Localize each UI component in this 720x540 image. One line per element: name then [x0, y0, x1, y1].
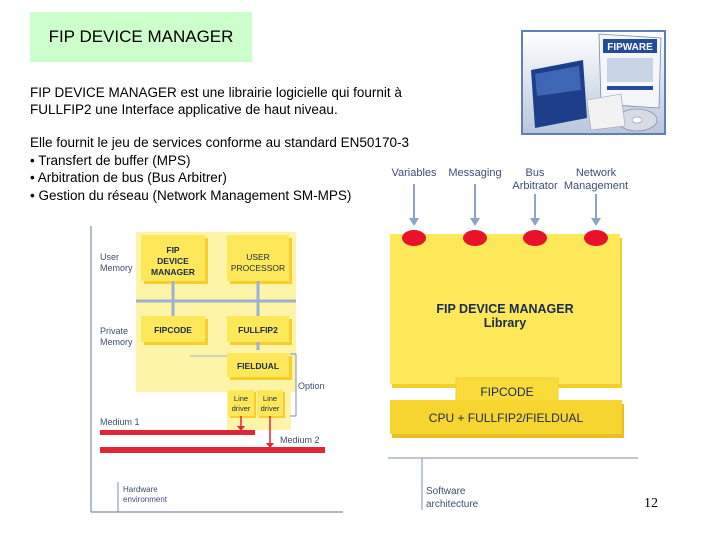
arrow-network-head-icon [591, 218, 601, 226]
hw-line-driver-b [257, 390, 283, 416]
hw-fdm-line2: DEVICE [157, 256, 189, 266]
hw-block-fdm [141, 235, 205, 281]
hw-fdm-line1: FIP [166, 245, 180, 255]
arrow-bus-head-icon [530, 218, 540, 226]
services-intro: Elle fournit le jeu de services conforme… [30, 135, 409, 150]
hw-fipcode-label: FIPCODE [154, 325, 192, 335]
library-title-1: FIP DEVICE MANAGER [436, 302, 573, 316]
sw-footer-1: Software [426, 486, 466, 497]
intro-text-line1: est une librairie logicielle qui fournit… [176, 85, 402, 100]
hw-block-user-processor [227, 235, 289, 281]
hw-block-fipcode [141, 316, 205, 342]
hw-block-fullfip2 [227, 316, 289, 342]
hw-user-proc-line1: USER [246, 252, 270, 262]
port-network-icon [584, 230, 608, 246]
slide-title-box: FIP DEVICE MANAGER [30, 12, 252, 62]
sw-footer-2: architecture [426, 499, 479, 510]
label-private-memory-2: Memory [100, 337, 133, 347]
slide-title: FIP DEVICE MANAGER [48, 27, 234, 46]
port-messaging-icon [463, 230, 487, 246]
hw-medium1-arrow-icon [237, 426, 245, 431]
intro-term: FIP DEVICE MANAGER [30, 85, 177, 100]
hw-line-driver-a-line2: driver [232, 404, 251, 413]
product-box-image: FIPWARE [521, 30, 666, 135]
hw-fullfip2-label: FULLFIP2 [238, 325, 278, 335]
label-user-memory-2: Memory [100, 263, 133, 273]
software-architecture-diagram: Variables Messaging Bus Arbitrator Netwo… [388, 167, 638, 510]
library-box [390, 234, 620, 384]
hw-block-fieldual [227, 353, 289, 377]
label-hardware-env-1: Hardware [123, 485, 158, 494]
label-hardware-env-2: environment [123, 495, 168, 504]
arrow-variables-head-icon [409, 218, 419, 226]
hardware-architecture-diagram: User Memory Private Memory FIP DEVICE MA… [90, 226, 343, 513]
service-item-mps: • Transfert de buffer (MPS) [30, 152, 191, 168]
sw-fipcode-label: FIPCODE [480, 385, 533, 399]
sw-cpu-label: CPU + FULLFIP2/FIELDUAL [429, 411, 584, 425]
intro-text-line2: FULLFIP2 une Interface applicative de ha… [30, 102, 338, 117]
interface-variables-label: Variables [391, 167, 437, 179]
services-list: Elle fournit le jeu de services conforme… [30, 134, 470, 204]
service-item-network-management: • Gestion du réseau (Network Management … [30, 187, 352, 203]
sw-cpu-box [390, 400, 622, 434]
hw-user-proc-line2: PROCESSOR [231, 263, 285, 273]
product-box-label: FIPWARE [607, 42, 653, 53]
hw-line-driver-a [228, 390, 254, 416]
interface-messaging-label: Messaging [448, 167, 501, 179]
port-variables-icon [402, 230, 426, 246]
hw-medium2-arrow-icon [266, 443, 274, 448]
interface-bus-label-1: Bus [526, 167, 545, 179]
hw-line-driver-b-line2: driver [261, 404, 280, 413]
hw-medium2-bar [100, 447, 325, 453]
service-item-bus-arbitration: • Arbitration de bus (Bus Arbitrer) [30, 170, 227, 185]
port-bus-icon [523, 230, 547, 246]
label-private-memory-1: Private [100, 326, 128, 336]
label-option: Option [298, 381, 325, 391]
label-user-memory-1: User [100, 252, 119, 262]
interface-network-label-1: Network [576, 167, 617, 179]
page-number: 12 [644, 496, 658, 511]
arrow-messaging-head-icon [470, 218, 480, 226]
hw-medium1-bar [100, 430, 255, 435]
library-title-2: Library [484, 316, 526, 330]
label-medium2: Medium 2 [280, 435, 320, 445]
hw-fieldual-label: FIELDUAL [237, 361, 279, 371]
label-medium1: Medium 1 [100, 417, 140, 427]
interface-network-label-2: Management [564, 180, 628, 192]
interface-bus-label-2: Arbitrator [512, 180, 558, 192]
intro-paragraph: FIP DEVICE MANAGER est une librairie log… [30, 84, 450, 118]
sw-fipcode-box [455, 377, 559, 405]
hw-fdm-line3: MANAGER [151, 267, 195, 277]
hw-line-driver-b-line1: Line [263, 394, 277, 403]
hw-line-driver-a-line1: Line [234, 394, 248, 403]
